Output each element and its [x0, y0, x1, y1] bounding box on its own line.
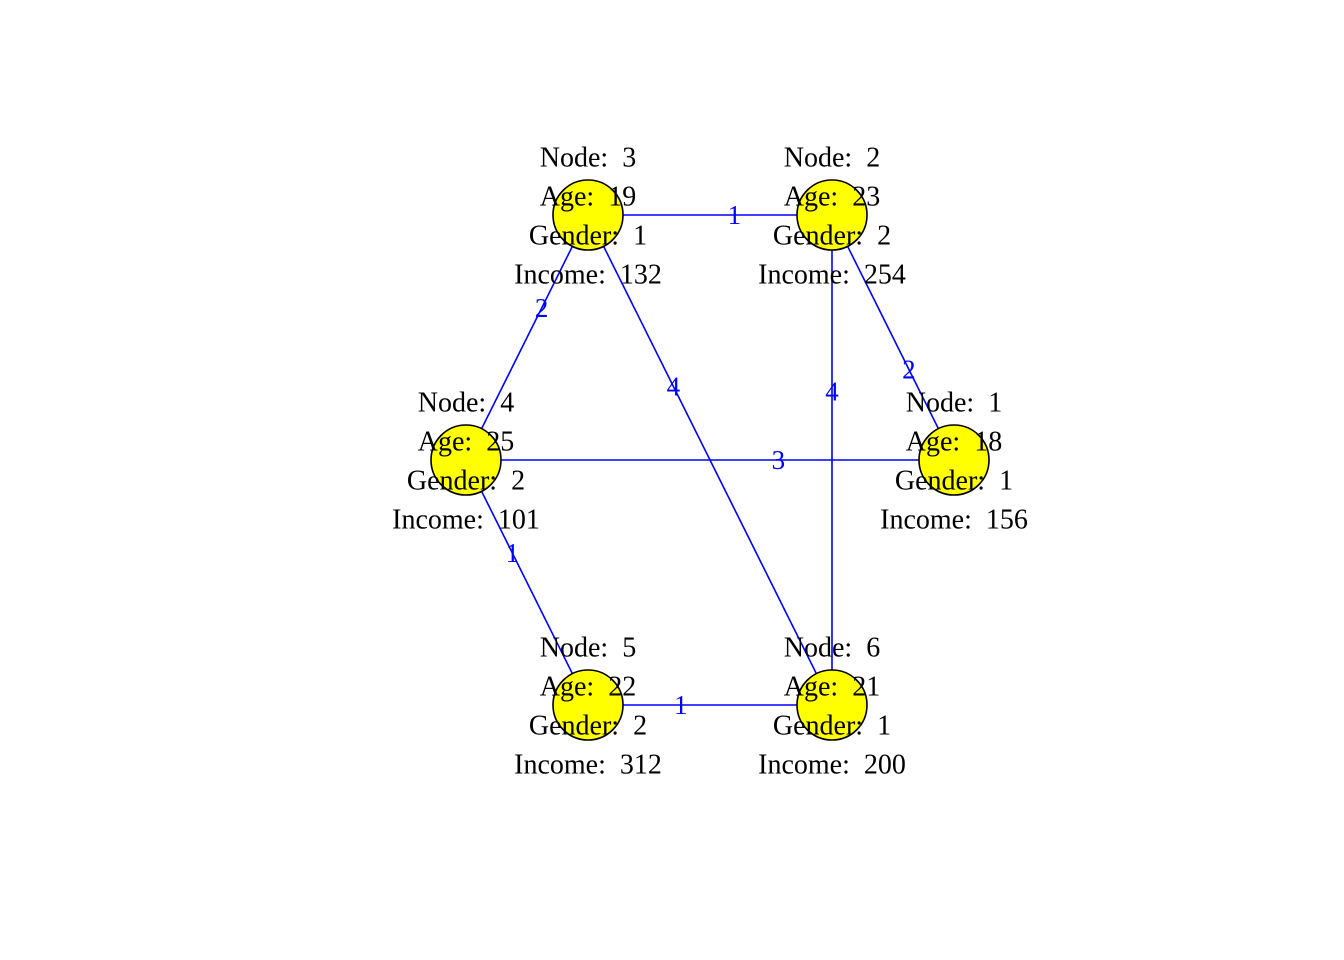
node-4-label-line: Gender: 2: [407, 466, 525, 497]
edge-weight-label: 4: [825, 376, 839, 406]
node-5-label-line: Age: 22: [540, 672, 636, 703]
node-2-circle: [796, 179, 868, 251]
node-6-circle: [796, 669, 868, 741]
edge-weight-label: 1: [506, 538, 520, 568]
node-1-label-line: Node: 1: [906, 388, 1002, 419]
nodes-layer: [430, 179, 990, 741]
edge-2-1: [831, 214, 955, 461]
node-5-label-line: Gender: 2: [529, 711, 647, 742]
node-3-label-line: Age: 19: [540, 182, 636, 213]
node-5-label-line: Income: 312: [514, 750, 662, 781]
node-5-circle: [552, 669, 624, 741]
edge-3-4: [465, 214, 589, 461]
node-3-label-line: Income: 132: [514, 260, 662, 291]
node-3-label-line: Gender: 1: [529, 221, 647, 252]
node-6-label-line: Income: 200: [758, 750, 906, 781]
edge-weight-label: 4: [667, 372, 681, 402]
node-6-label-line: Node: 6: [784, 633, 880, 664]
edge-weight-label: 3: [772, 445, 786, 475]
node-2-label-line: Node: 2: [784, 143, 880, 174]
node-3-circle: [552, 179, 624, 251]
node-2-label-line: Income: 254: [758, 260, 906, 291]
node-5-label-line: Node: 5: [540, 633, 636, 664]
node-1-label-line: Income: 156: [880, 505, 1028, 536]
node-2-label-line: Gender: 2: [773, 221, 891, 252]
node-1-circle: [918, 424, 990, 496]
node-6-label-line: Gender: 1: [773, 711, 891, 742]
node-1-label-line: Gender: 1: [895, 466, 1013, 497]
edge-weight-label: 1: [728, 200, 742, 230]
node-4-label-line: Node: 4: [418, 388, 514, 419]
edge-weight-label: 1: [674, 690, 688, 720]
node-2-label-line: Age: 23: [784, 182, 880, 213]
edge-4-5: [465, 459, 589, 706]
node-6-label-line: Age: 21: [784, 672, 880, 703]
node-3-label-line: Node: 3: [540, 143, 636, 174]
node-4-label-line: Age: 25: [418, 427, 514, 458]
edge-weight-label: 2: [902, 354, 916, 384]
node-1-label-line: Age: 18: [906, 427, 1002, 458]
node-4-circle: [430, 424, 502, 496]
edge-weight-label: 2: [535, 293, 549, 323]
node-4-label-line: Income: 101: [392, 505, 540, 536]
edges-layer: 1 2 4 2 4 3 1 1: [465, 200, 955, 720]
